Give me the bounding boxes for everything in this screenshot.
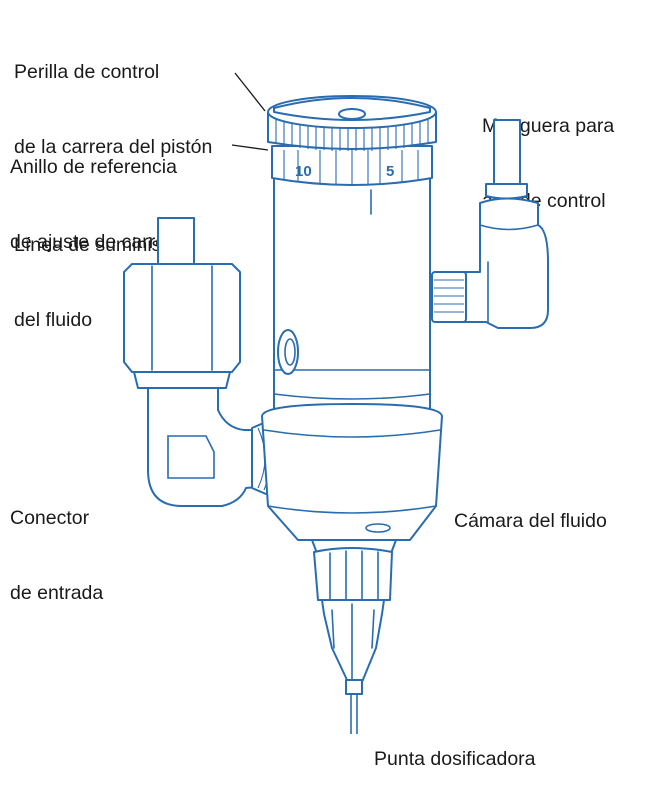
piston-cylinder: [273, 159, 431, 421]
air-nipple: [431, 271, 467, 323]
tip-hub: [321, 599, 385, 683]
knob-label: Perilla de control de la carrera del pis…: [14, 10, 212, 185]
fluid-chamber: [261, 403, 443, 541]
tip-label-line-1: Punta dosificadora: [374, 748, 536, 770]
tip-assembly: [313, 547, 393, 734]
inlet-label-line-1: Conector: [10, 507, 90, 529]
scale-number-left: 10: [295, 163, 312, 180]
inlet-label: Conector de entrada: [10, 456, 103, 631]
knob-label-line-2: de la carrera del pistón: [14, 136, 213, 158]
knob-center-hole: [338, 108, 366, 120]
supply-label-line-2: del fluido: [14, 309, 93, 331]
luer-lock-nut: [313, 547, 393, 601]
air-elbow: [463, 197, 549, 329]
ring-label-line-1: Anillo de referencia: [10, 156, 177, 178]
dispense-valve-drawing: 10 5: [123, 72, 549, 734]
leader-lines: [231, 72, 269, 151]
ring-scale: 10 5: [283, 150, 419, 186]
knob-label-line-1: Perilla de control: [14, 61, 160, 83]
chamber-label-line-1: Cámara del fluido: [454, 510, 607, 532]
ring-leader: [231, 144, 269, 151]
air-hose: [493, 119, 521, 191]
push-in-collar: [485, 183, 528, 200]
compression-nut: [123, 263, 241, 373]
scale-number-right: 5: [386, 163, 394, 180]
chamber-label: Cámara del fluido: [454, 459, 607, 559]
inlet-label-line-2: de entrada: [10, 582, 104, 604]
ring-label: Anillo de referencia de ajuste de carrer…: [10, 105, 183, 280]
inlet-elbow: [147, 379, 267, 507]
knob-leader: [234, 72, 266, 112]
nut-base: [133, 371, 231, 389]
chamber-port: [365, 523, 391, 533]
tip-ferrule: [345, 679, 363, 695]
fluid-inlet-assembly: [123, 217, 283, 507]
valve-body: 10 5: [261, 95, 443, 557]
air-hose-fitting: [431, 119, 549, 329]
